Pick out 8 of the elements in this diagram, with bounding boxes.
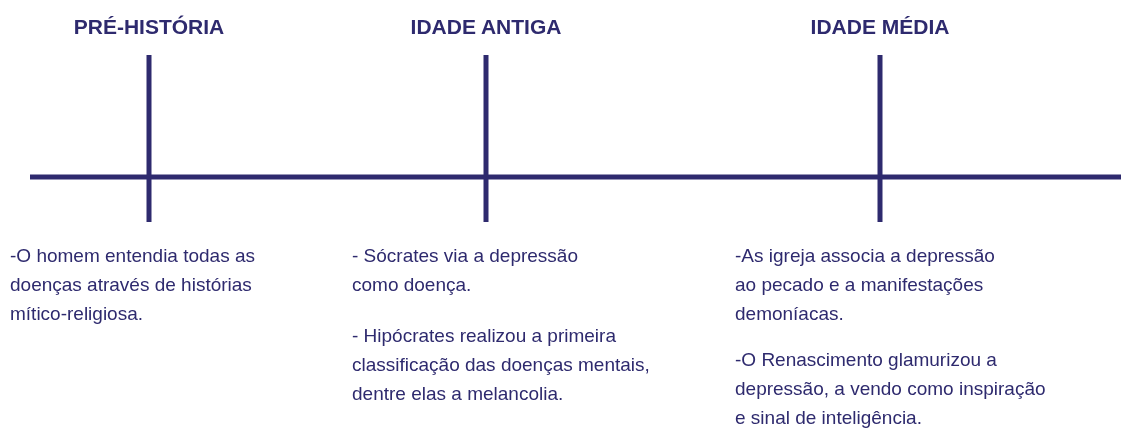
era-heading: IDADE ANTIGA	[409, 14, 563, 40]
era-description: - Hipócrates realizou a primeira classificação das doenças mentais, dentre elas a melancolia.	[352, 324, 651, 406]
era-description: - Sócrates via a depressão como doença.	[352, 244, 579, 297]
era-description: -As igreja associa a depressão ao pecado e a manifestações demoníacas.	[735, 244, 996, 326]
era-description: -O Renascimento glamurizou a depressão, a vendo como inspiração e sinal de inteligência.	[735, 348, 1047, 430]
era-heading: IDADE MÉDIA	[809, 14, 951, 40]
era-heading: PRÉ-HISTÓRIA	[72, 14, 226, 40]
era-description: -O homem entendia todas as doenças através de histórias mítico-religiosa.	[10, 244, 257, 326]
